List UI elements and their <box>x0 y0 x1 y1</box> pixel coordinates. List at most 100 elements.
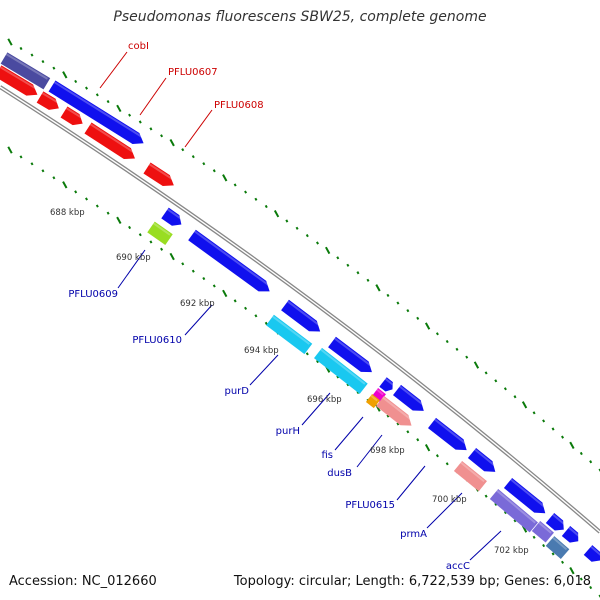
leader-PFLU0607 <box>139 77 167 116</box>
scale-dot-outer <box>484 371 488 375</box>
scale-dot-outer <box>445 339 449 344</box>
leader-purH <box>301 392 331 426</box>
scale-dot-inner <box>484 494 488 498</box>
scale-dot-inner <box>116 216 122 225</box>
scale-dot-outer <box>551 427 555 431</box>
scale-dot-outer <box>542 419 546 423</box>
scale-dot-inner <box>316 359 319 364</box>
gene-red-1 <box>0 65 39 96</box>
leader-purD <box>249 354 279 386</box>
scale-dot-inner <box>435 454 439 458</box>
gene-blue-4 <box>392 384 426 411</box>
scale-dot-outer <box>521 401 528 409</box>
leader-prmA <box>426 492 463 529</box>
scale-dot-outer <box>396 301 400 305</box>
scale-dot-outer <box>52 66 56 70</box>
scale-dot-inner <box>532 535 536 539</box>
scale-dot-outer <box>85 86 88 90</box>
gene-label-PFLU0607: PFLU0607 <box>168 67 218 78</box>
scale-dot-outer <box>503 387 507 391</box>
leader-accC <box>469 530 502 561</box>
scale-dot-outer <box>202 162 206 166</box>
scale-dot-inner <box>551 552 555 556</box>
gene-blue-3 <box>328 336 374 373</box>
scale-dot-inner <box>160 247 164 251</box>
gene-label-purD: purD <box>225 386 250 397</box>
scale-dot-inner <box>169 252 175 261</box>
scale-dot-inner <box>149 240 153 244</box>
scale-dot-inner <box>305 352 309 356</box>
gene-accC <box>545 536 570 560</box>
gene-dusB <box>375 395 414 426</box>
scale-dot-inner <box>52 176 56 180</box>
scale-dot-outer <box>336 256 340 260</box>
scale-dot-inner <box>542 544 546 548</box>
scale-dot-inner <box>416 438 420 442</box>
scale-dot-outer <box>95 93 99 97</box>
leader-PFLU0610 <box>184 304 213 336</box>
scale-dot-inner <box>138 233 142 237</box>
scale-dot-inner <box>95 204 99 208</box>
scale-dot-outer <box>191 155 195 159</box>
gene-purD <box>266 314 313 355</box>
scale-dot-inner <box>181 262 185 266</box>
scale-dot-outer <box>160 134 164 138</box>
scale-dot-outer <box>356 271 360 275</box>
scale-dot-outer <box>19 46 23 51</box>
gene-label-dusB: dusB <box>327 468 352 479</box>
scale-dot-outer <box>138 120 142 124</box>
scale-dot-inner <box>386 414 390 418</box>
scale-dot-outer <box>181 148 185 152</box>
genome-summary-text: Topology: circular; Length: 6,722,539 bp… <box>233 574 591 589</box>
tick-label-690: 690 kbp <box>116 253 151 263</box>
gene-blue-6 <box>467 447 498 472</box>
gene-label-fis: fis <box>321 450 333 461</box>
gene-red-4 <box>84 122 137 160</box>
scale-dot-outer <box>169 139 175 147</box>
gene-label-PFLU0610: PFLU0610 <box>132 335 182 346</box>
tick-label-700: 700 kbp <box>432 495 467 505</box>
tick-label-688: 688 kbp <box>50 208 85 218</box>
scale-dot-outer <box>62 71 68 79</box>
scale-dot-outer <box>273 210 280 218</box>
leader-fis <box>334 416 364 451</box>
scale-dot-outer <box>212 169 216 173</box>
scale-dot-outer <box>41 60 45 64</box>
gene-blue-small <box>161 207 183 226</box>
tick-label-702: 702 kbp <box>494 546 529 556</box>
tick-label-694: 694 kbp <box>244 346 279 356</box>
gene-orange <box>365 394 380 409</box>
scale-dot-inner <box>244 306 248 310</box>
scale-dot-inner <box>406 430 410 434</box>
scale-dot-inner <box>589 585 593 590</box>
gene-label-accC: accC <box>446 561 470 572</box>
scale-dot-outer <box>285 219 289 223</box>
scale-dot-inner <box>191 269 195 273</box>
leader-dusB <box>356 434 383 468</box>
scale-dot-inner <box>396 422 400 426</box>
gene-red-2 <box>36 91 60 110</box>
scale-dot-outer <box>513 395 517 399</box>
scale-dot-inner <box>74 190 78 194</box>
scale-dot-outer <box>455 347 459 351</box>
scale-dot-inner <box>85 197 88 201</box>
gene-label-PFLU0615: PFLU0615 <box>345 500 395 511</box>
scale-dot-outer <box>375 284 381 292</box>
scale-dot-outer <box>561 435 565 439</box>
gene-purple-2 <box>531 521 554 543</box>
scale-dot-outer <box>366 278 370 282</box>
gene-features <box>0 52 600 562</box>
backbone-inner <box>0 86 600 533</box>
scale-dot-inner <box>424 444 431 452</box>
scale-dot-outer <box>116 104 122 113</box>
scale-dot-outer <box>222 174 228 182</box>
gene-label-cobI: cobI <box>128 41 149 52</box>
scale-dot-inner <box>106 211 110 215</box>
scale-dot-outer <box>406 309 410 313</box>
gene-label-prmA: prmA <box>400 529 427 540</box>
scale-dot-outer <box>589 460 593 464</box>
scale-dot-inner <box>202 276 206 281</box>
scale-dot-outer <box>416 316 420 320</box>
scale-dot-inner <box>445 462 449 466</box>
